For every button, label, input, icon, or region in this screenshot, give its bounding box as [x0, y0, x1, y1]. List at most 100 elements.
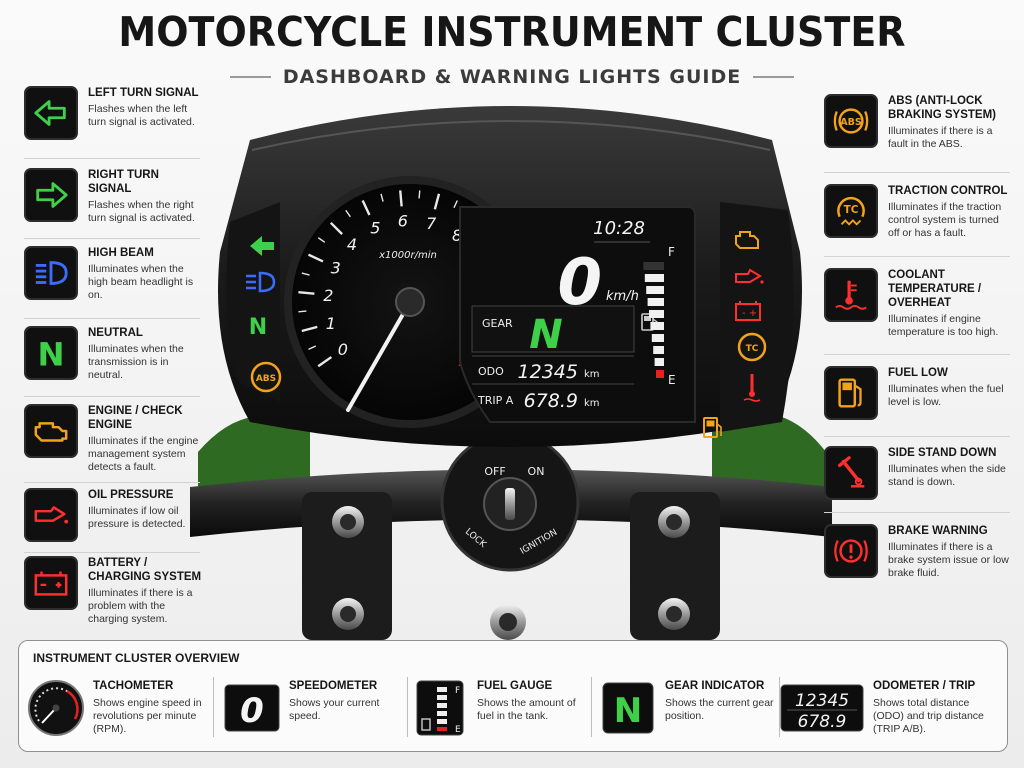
- cluster-battery-icon: - +: [735, 301, 761, 321]
- ignition-on: ON: [528, 465, 545, 478]
- overview-desc: Shows your current speed.: [289, 697, 380, 722]
- legend-name: OIL PRESSURE: [88, 489, 174, 501]
- legend-name: BATTERY / CHARGING SYSTEM: [88, 557, 202, 583]
- fuel-pump-icon: [824, 366, 878, 420]
- tach-number: 1: [326, 314, 336, 333]
- coolant-temperature-icon: [824, 268, 878, 322]
- overview-name: SPEEDOMETER: [289, 680, 378, 692]
- legend-desc: Flashes when the right turn signal is ac…: [88, 199, 195, 224]
- svg-text:N: N: [37, 335, 64, 372]
- lcd-clock: 10:28: [593, 218, 645, 239]
- overview-tachometer: TACHOMETER Shows engine speed in revolut…: [27, 679, 205, 737]
- legend-name: SIDE STAND DOWN: [888, 447, 997, 459]
- legend-desc: Illuminates when the side stand is down.: [888, 463, 1006, 488]
- legend-name: TRACTION CONTROL: [888, 185, 1008, 197]
- legend-coolant-temperature: COOLANT TEMPERATURE / OVERHEAT Illuminat…: [824, 268, 1014, 339]
- svg-text:N: N: [614, 691, 642, 731]
- legend-desc: Flashes when the left turn signal is act…: [88, 103, 195, 128]
- tach-number: 6: [398, 211, 408, 230]
- fuel-gauge-icon: F E: [411, 679, 469, 737]
- neutral-icon: N: [24, 326, 78, 380]
- high-beam-icon: [24, 246, 78, 300]
- legend-desc: Illuminates if there is a problem with t…: [88, 587, 193, 625]
- legend-name: ENGINE / CHECK ENGINE: [88, 405, 183, 431]
- lcd-odo-label: ODO: [478, 365, 504, 378]
- cluster-abs-icon: ABS: [250, 361, 282, 393]
- legend-desc: Illuminates if low oil pressure is detec…: [88, 505, 186, 530]
- cluster-illustration: OFF ON LOCK IGNITION 0123456789101113 x1…: [190, 106, 832, 640]
- oil-can-icon: [24, 488, 78, 542]
- tach-tick: [317, 356, 333, 368]
- fuel-bar: [650, 322, 664, 330]
- legend-fuel-low: FUEL LOW Illuminates when the fuel level…: [824, 366, 1014, 420]
- svg-text:0: 0: [240, 691, 264, 731]
- left-arrow-icon: [24, 86, 78, 140]
- cluster-engine-icon: [735, 231, 759, 249]
- battery-icon: [24, 556, 78, 610]
- svg-text:F: F: [455, 686, 460, 696]
- legend-name: FUEL LOW: [888, 367, 948, 379]
- legend-name: BRAKE WARNING: [888, 525, 988, 537]
- lcd-trip-unit: km: [584, 398, 600, 409]
- tach-tick: [317, 237, 326, 243]
- tach-number: 7: [426, 214, 437, 233]
- right-arrow-icon: [24, 168, 78, 222]
- brake-warning-icon: [824, 524, 878, 578]
- tach-tick: [433, 193, 441, 210]
- svg-text:678.9: 678.9: [798, 712, 847, 732]
- tach-tick: [380, 193, 384, 202]
- cluster-left-arrow-icon: [250, 236, 274, 256]
- overview-title: INSTRUMENT CLUSTER OVERVIEW: [33, 651, 240, 665]
- legend-abs: ABS ABS (ANTI-LOCK BRAKING SYSTEM) Illum…: [824, 94, 1014, 151]
- gear-indicator-icon: N: [599, 679, 657, 737]
- tach-number: 8: [452, 226, 462, 245]
- tach-tick: [399, 190, 403, 207]
- fuel-bar: [644, 274, 664, 282]
- legend-neutral: N NEUTRAL Illuminates when the transmiss…: [24, 326, 204, 382]
- overview-desc: Shows total distance (ODO) and trip dist…: [873, 697, 984, 735]
- cluster-oil-can-icon: [735, 268, 764, 284]
- ignition-key-slot[interactable]: [505, 488, 515, 520]
- tach-tick: [345, 209, 351, 218]
- fuel-bar: [656, 370, 664, 378]
- legend-brake-warning: BRAKE WARNING Illuminates if there is a …: [824, 524, 1014, 580]
- left-fork-clamp: [302, 492, 392, 640]
- legend-desc: Illuminates if there is a brake system i…: [888, 541, 1009, 579]
- tach-number: 5: [370, 219, 380, 238]
- legend-right-turn-signal: RIGHT TURN SIGNAL Flashes when the right…: [24, 168, 204, 225]
- cluster-scene: OFF ON LOCK IGNITION 0123456789101113 x1…: [190, 92, 832, 640]
- legend-side-stand: SIDE STAND DOWN Illuminates when the sid…: [824, 446, 1014, 500]
- page-title: MOTORCYCLE INSTRUMENT CLUSTER: [118, 8, 906, 56]
- tach-number: 3: [331, 258, 341, 277]
- cluster-fuel-pump-icon: [703, 417, 722, 438]
- tach-tick: [298, 291, 315, 295]
- legend-traction-control: TC TRACTION CONTROL Illuminates if the t…: [824, 184, 1014, 240]
- cluster-coolant-temperature-icon: [743, 374, 761, 402]
- legend-name: COOLANT TEMPERATURE / OVERHEAT: [888, 269, 982, 309]
- overview-desc: Shows engine speed in revolutions per mi…: [93, 697, 202, 735]
- legend-name: HIGH BEAM: [88, 247, 154, 259]
- legend-desc: Illuminates if the traction control syst…: [888, 201, 1002, 239]
- legend-name: LEFT TURN SIGNAL: [88, 87, 199, 99]
- tach-number: 2: [323, 286, 333, 305]
- svg-text:12345: 12345: [795, 691, 849, 711]
- lcd-gear-value: N: [529, 312, 562, 358]
- tach-tick: [418, 190, 421, 199]
- overview-fuel-gauge: F E FUEL GAUGE Shows the amount of fuel …: [411, 679, 589, 737]
- subtitle-bar: DASHBOARD & WARNING LIGHTS GUIDE: [230, 64, 794, 90]
- tach-tick: [308, 345, 317, 350]
- tach-number: 0: [338, 340, 348, 359]
- legend-name: ABS (ANTI-LOCK BRAKING SYSTEM): [888, 95, 996, 121]
- fuel-bar: [654, 358, 664, 366]
- legend-desc: Illuminates when the transmission is in …: [88, 343, 184, 381]
- fuel-full-label: F: [668, 245, 675, 259]
- legend-high-beam: HIGH BEAM Illuminates when the high beam…: [24, 246, 204, 302]
- tach-tick: [298, 310, 307, 313]
- svg-text:ABS: ABS: [256, 374, 276, 384]
- overview-desc: Shows the current gear position.: [665, 697, 774, 722]
- svg-text:- +: - +: [742, 308, 757, 319]
- tach-tick: [329, 221, 343, 235]
- legend-desc: Illuminates if engine temperature is too…: [888, 313, 999, 338]
- tach-needle: [346, 300, 412, 412]
